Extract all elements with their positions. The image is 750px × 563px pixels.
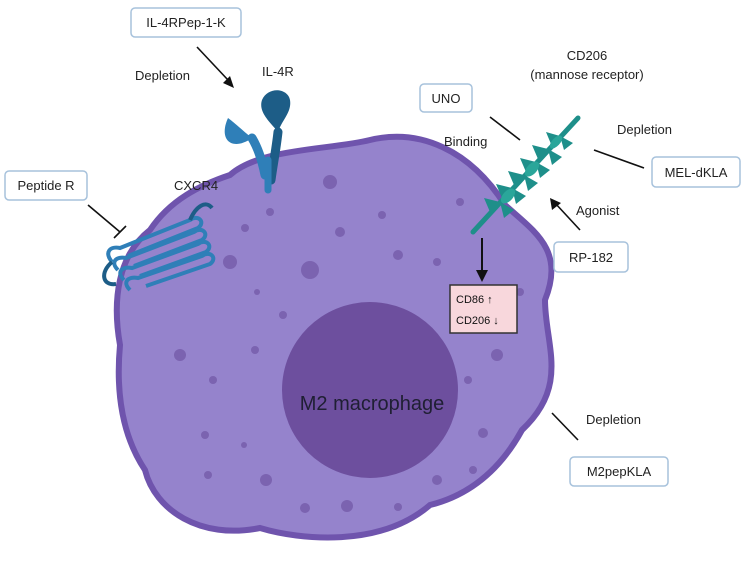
vesicle [469,466,477,474]
agent-box-il4rpep[interactable]: IL-4RPep-1-K [130,7,242,38]
agent-peptide-r-label: Peptide R [17,178,74,193]
effect-box: CD86 ↑ CD206 ↓ [449,284,518,334]
vesicle [279,311,287,319]
vesicle [341,500,353,512]
vesicle [241,224,249,232]
effect-cd86-up: CD86 ↑ [456,294,493,306]
line-m2pepkla-to-cell [551,412,579,441]
vesicle [516,288,524,296]
vesicle [300,503,310,513]
arrow-il4rpep-to-il4r [196,46,234,88]
line-uno-to-cd206 [489,116,521,141]
action-depletion-mel: Depletion [617,122,672,137]
vesicle [456,198,464,206]
cd206-label-line1: CD206 [567,48,607,63]
il4r-label: IL-4R [262,64,294,79]
agent-box-peptide-r[interactable]: Peptide R [4,170,88,201]
vesicle [251,346,259,354]
nucleus [282,302,458,478]
agent-il4rpep-label: IL-4RPep-1-K [146,15,226,30]
arrow-rp182-to-cd206 [550,198,581,231]
agent-uno-label: UNO [432,91,461,106]
agent-box-rp182[interactable]: RP-182 [553,241,629,273]
cd206-label-line2: (mannose receptor) [530,67,643,82]
agent-box-mel-dkla[interactable]: MEL-dKLA [651,156,741,188]
vesicle [301,261,319,279]
agent-box-uno[interactable]: UNO [419,83,473,113]
agent-box-m2pepkla[interactable]: M2pepKLA [569,456,669,487]
cell-title: M2 macrophage [300,393,445,415]
vesicle [223,255,237,269]
agent-rp182-label: RP-182 [569,250,613,265]
vesicle [432,475,442,485]
vesicle [478,428,488,438]
vesicle [323,175,337,189]
vesicle [204,471,212,479]
action-agonist: Agonist [576,203,620,218]
vesicle [393,250,403,260]
cd206-receptor-icon [470,115,581,235]
inhibitor-peptide-r-to-cxcr4 [87,204,127,239]
vesicle [201,431,209,439]
vesicle [241,442,247,448]
cd206-signal-arrow [476,238,488,282]
vesicle [174,349,186,361]
action-depletion-il4: Depletion [135,68,190,83]
vesicle [491,349,503,361]
agent-mel-dkla-label: MEL-dKLA [665,165,728,180]
vesicle [433,258,441,266]
vesicle [335,227,345,237]
vesicle [254,289,260,295]
cxcr4-receptor-icon [102,202,216,292]
il4r-receptor-icon [224,90,291,194]
vesicle [260,474,272,486]
line-mel-dkla-to-cd206 [593,149,645,169]
effect-cd206-down: CD206 ↓ [456,315,499,327]
action-binding: Binding [444,134,487,149]
vesicle [266,208,274,216]
cxcr4-label: CXCR4 [174,178,218,193]
action-depletion-m2: Depletion [586,412,641,427]
vesicle [378,211,386,219]
vesicle [464,376,472,384]
vesicle [209,376,217,384]
vesicle [394,503,402,511]
agent-m2pepkla-label: M2pepKLA [587,464,652,479]
